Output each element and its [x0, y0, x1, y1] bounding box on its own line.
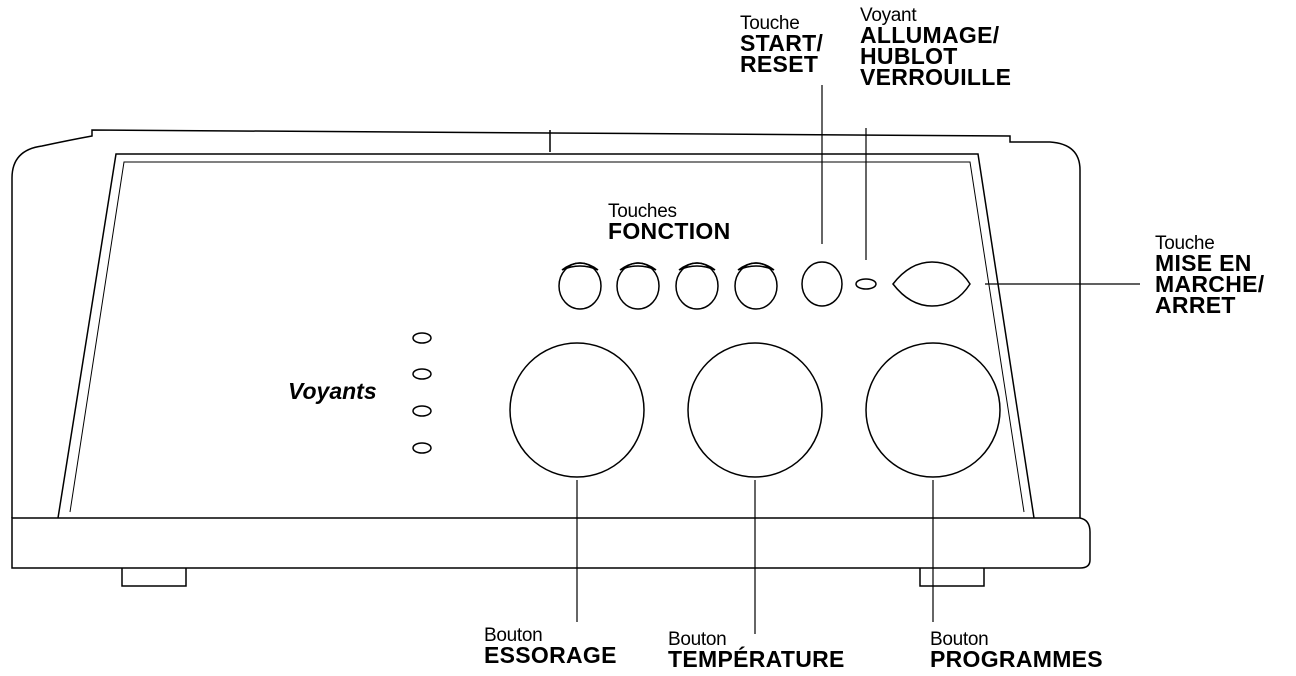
- label-door-lock-line1: ALLUMAGE/: [860, 22, 1000, 48]
- label-spin-big: ESSORAGE: [484, 642, 617, 668]
- function-buttons: [558, 262, 778, 310]
- label-door-lock-line2: HUBLOT: [860, 43, 958, 69]
- label-spin-knob: Bouton ESSORAGE: [484, 625, 617, 668]
- label-indicator-lights: Voyants: [288, 380, 377, 403]
- label-temperature-knob: Bouton TEMPÉRATURE: [668, 629, 845, 672]
- programs-knob[interactable]: [865, 342, 1001, 478]
- power-button[interactable]: [892, 261, 971, 307]
- indicator-light-3: [412, 405, 432, 417]
- function-button-4-led: [737, 262, 775, 271]
- panel-bezel-outline: [57, 153, 1035, 519]
- indicator-lights: [412, 332, 432, 454]
- function-button-1[interactable]: [558, 262, 602, 310]
- panel-base-foot-right: [919, 568, 985, 587]
- label-door-lock-light: Voyant ALLUMAGE/ HUBLOT VERROUILLE: [860, 5, 1012, 90]
- spin-knob[interactable]: [509, 342, 645, 478]
- label-function-buttons: Touches FONCTION: [608, 201, 731, 244]
- label-temperature-small: Bouton: [668, 629, 727, 650]
- label-power-line3: ARRET: [1155, 292, 1236, 318]
- function-button-1-led: [561, 262, 599, 271]
- panel-base-foot-left: [121, 568, 187, 587]
- label-power-small: Touche: [1155, 233, 1215, 254]
- function-button-2-led: [619, 262, 657, 271]
- label-programs-big: PROGRAMMES: [930, 646, 1103, 672]
- leader-lines: [576, 85, 1140, 634]
- panel-bezel-inner: [69, 161, 1025, 513]
- label-power-line1: MISE EN: [1155, 250, 1252, 276]
- label-function-small: Touches: [608, 201, 677, 222]
- label-start-reset: Touche START/ RESET: [740, 13, 824, 77]
- label-door-lock-line3: VERROUILLE: [860, 64, 1012, 90]
- label-power-button: Touche MISE EN MARCHE/ ARRET: [1155, 233, 1265, 318]
- indicator-light-2: [412, 368, 432, 380]
- indicator-light-1: [412, 332, 432, 344]
- label-function-line1: FONCTION: [608, 218, 731, 244]
- door-lock-indicator-light: [855, 278, 877, 290]
- temperature-knob[interactable]: [687, 342, 823, 478]
- function-button-2[interactable]: [616, 262, 660, 310]
- label-power-line2: MARCHE/: [1155, 271, 1265, 297]
- label-programs-small: Bouton: [930, 629, 989, 650]
- label-programs-knob: Bouton PROGRAMMES: [930, 629, 1103, 672]
- label-indicator-lights-text: Voyants: [288, 378, 377, 404]
- function-button-4[interactable]: [734, 262, 778, 310]
- panel-base: [11, 517, 1091, 569]
- function-button-3[interactable]: [675, 262, 719, 310]
- label-start-reset-line2: RESET: [740, 51, 819, 77]
- label-spin-small: Bouton: [484, 625, 543, 646]
- start-reset-button[interactable]: [801, 261, 843, 307]
- function-button-3-led: [678, 262, 716, 271]
- indicator-light-4: [412, 442, 432, 454]
- label-temperature-big: TEMPÉRATURE: [668, 646, 845, 672]
- label-start-reset-small: Touche: [740, 13, 800, 34]
- label-door-lock-small: Voyant: [860, 5, 917, 26]
- panel-housing-outline: [11, 129, 1081, 518]
- label-start-reset-line1: START/: [740, 30, 824, 56]
